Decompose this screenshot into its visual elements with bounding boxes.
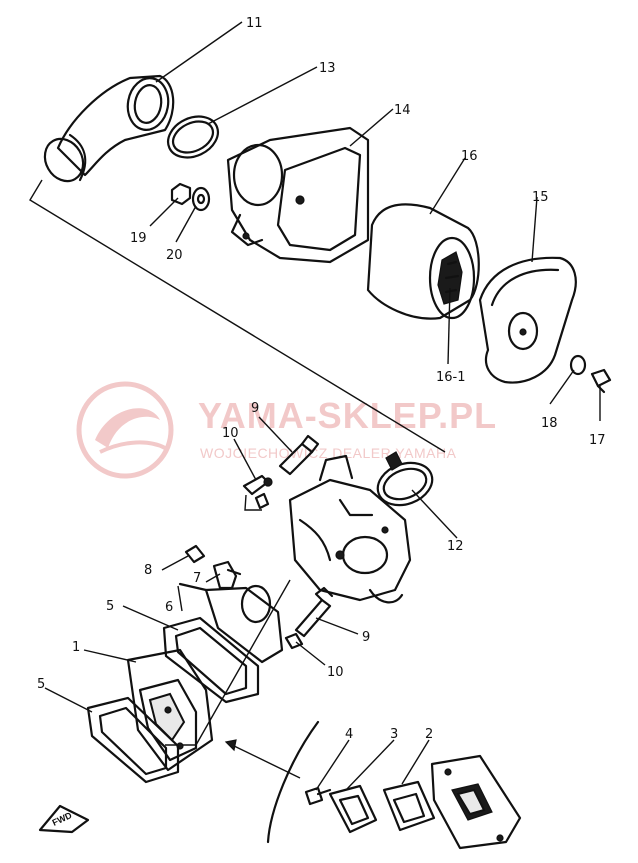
callout-labels: 11 13 14 16 15 19 20 16-1 18 17 9 10 12 … bbox=[37, 16, 606, 742]
callout-10-mid: 10 bbox=[327, 665, 344, 680]
callout-20: 20 bbox=[166, 248, 183, 263]
part-16-filter-element bbox=[366, 203, 480, 320]
reed-group-arrow-line bbox=[229, 743, 301, 779]
part-2-reed-petal bbox=[382, 780, 436, 832]
part-19-nut bbox=[170, 182, 192, 206]
reed-group-bracket-line bbox=[266, 720, 320, 844]
callout-6: 6 bbox=[165, 600, 173, 615]
assembly-line-carb bbox=[244, 494, 262, 511]
part-11-intake-boot bbox=[43, 74, 175, 183]
callout-9-mid: 9 bbox=[362, 630, 370, 645]
callout-5-bottom: 5 bbox=[37, 677, 45, 692]
callout-15: 15 bbox=[532, 190, 549, 205]
part-7-fitting bbox=[212, 560, 242, 590]
callout-12: 12 bbox=[447, 539, 464, 554]
part-10-clamp-screw-top bbox=[242, 474, 273, 510]
reed-group-arrow-head-icon bbox=[224, 739, 237, 752]
part-12-hose-clamp bbox=[376, 451, 434, 507]
part-14-filter-case bbox=[226, 126, 370, 264]
watermark-logo-icon bbox=[76, 381, 174, 479]
construction-lines bbox=[29, 179, 446, 844]
assembly-line-upper bbox=[29, 179, 446, 453]
part-20-washer bbox=[191, 186, 211, 212]
part-5-gasket-top bbox=[162, 616, 260, 704]
callout-16-1: 16-1 bbox=[436, 370, 466, 385]
part-15-filter-cover bbox=[478, 256, 577, 384]
callout-4: 4 bbox=[345, 727, 353, 742]
callout-18: 18 bbox=[541, 416, 558, 431]
part-4-screw bbox=[304, 786, 332, 806]
callout-8: 8 bbox=[144, 563, 152, 578]
watermark: YAMA-SKLEP.PL WOJCIECHOWICZ DEALER YAMAH… bbox=[76, 381, 497, 479]
leader-lines bbox=[44, 21, 601, 791]
part-3-reed-stopper bbox=[328, 784, 378, 834]
callout-10-top: 10 bbox=[222, 426, 239, 441]
callout-16: 16 bbox=[461, 149, 478, 164]
watermark-title: YAMA-SKLEP.PL bbox=[198, 395, 497, 436]
callout-11: 11 bbox=[246, 16, 263, 31]
part-1-reed-valve bbox=[126, 648, 214, 772]
callout-17: 17 bbox=[589, 433, 606, 448]
part-18-washer bbox=[569, 354, 587, 376]
part-9-bolt-top bbox=[278, 434, 320, 476]
part-5-gasket-bottom bbox=[86, 696, 180, 784]
callout-5-top: 5 bbox=[106, 599, 114, 614]
forward-direction-arrow-icon: FWD bbox=[38, 804, 90, 834]
callout-14: 14 bbox=[394, 103, 411, 118]
callout-1: 1 bbox=[72, 640, 80, 655]
callout-7: 7 bbox=[193, 571, 201, 586]
part-8-cap bbox=[184, 544, 206, 564]
callout-3: 3 bbox=[390, 727, 398, 742]
reed-valve-body bbox=[430, 754, 522, 850]
part-17-screw bbox=[590, 368, 612, 394]
carburetor-assembly bbox=[288, 454, 412, 604]
part-9-bolt-mid bbox=[294, 586, 334, 638]
callout-19: 19 bbox=[130, 231, 147, 246]
part-6-manifold bbox=[178, 582, 284, 664]
part-13-o-ring bbox=[167, 115, 219, 159]
callout-9-top: 9 bbox=[251, 401, 259, 416]
callout-13: 13 bbox=[319, 61, 336, 76]
part-10-washer-mid bbox=[284, 632, 304, 650]
callout-2: 2 bbox=[425, 727, 433, 742]
